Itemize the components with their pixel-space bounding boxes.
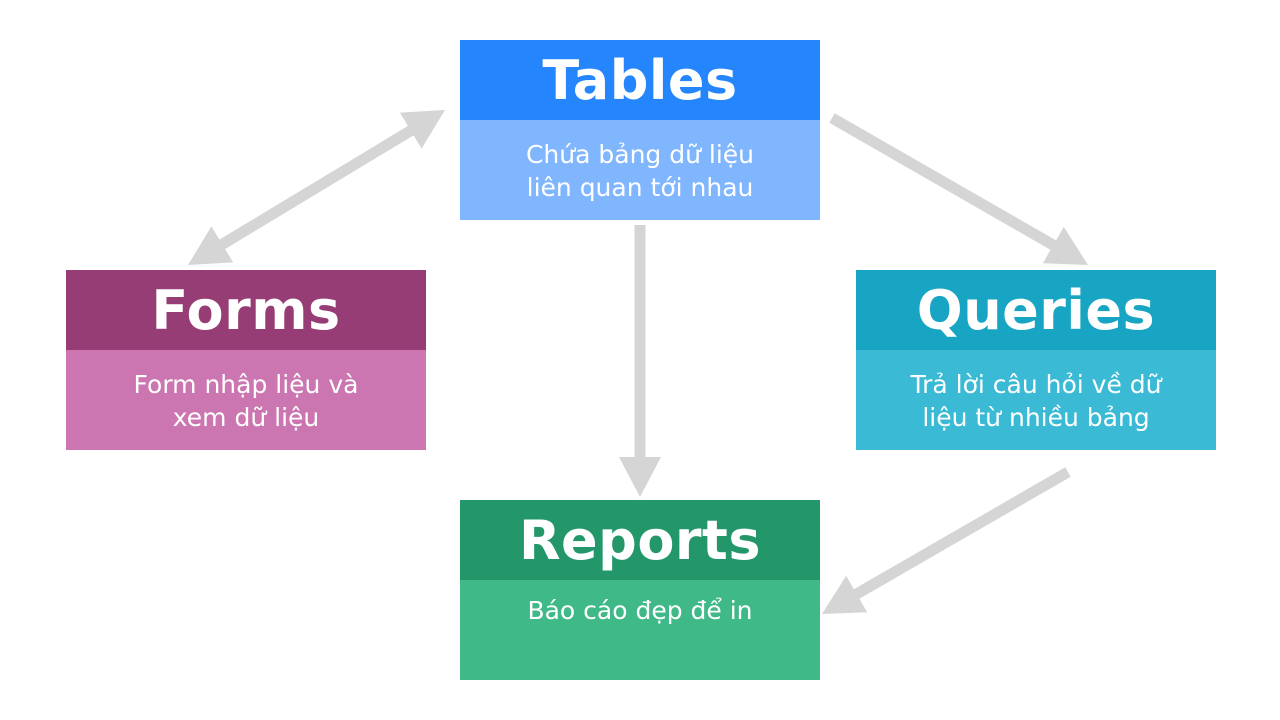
arrow-tables-queries-line bbox=[829, 113, 1065, 255]
node-reports: Reports Báo cáo đẹp để in bbox=[460, 500, 820, 680]
node-forms: Forms Form nhập liệu và xem dữ liệu bbox=[66, 270, 426, 450]
arrow-tables-reports-head bbox=[619, 457, 661, 497]
arrow-tables-forms-head bbox=[188, 226, 234, 265]
node-queries: Queries Trả lời câu hỏi về dữ liệu từ nh… bbox=[856, 270, 1216, 450]
arrow-queries-reports-line bbox=[845, 467, 1071, 604]
node-queries-title: Queries bbox=[856, 270, 1216, 350]
arrow-queries-reports-head bbox=[822, 575, 868, 614]
node-forms-desc: Form nhập liệu và xem dữ liệu bbox=[66, 350, 426, 450]
arrow-tables-forms-line bbox=[210, 120, 423, 255]
node-queries-desc: Trả lời câu hỏi về dữ liệu từ nhiều bảng bbox=[856, 350, 1216, 450]
arrow-tables-queries-head bbox=[1042, 226, 1088, 265]
node-forms-title: Forms bbox=[66, 270, 426, 350]
node-reports-desc: Báo cáo đẹp để in bbox=[460, 580, 820, 680]
arrow-tables-forms-tail-head bbox=[399, 110, 445, 149]
node-tables-title: Tables bbox=[460, 40, 820, 120]
node-tables-desc: Chứa bảng dữ liệu liên quan tới nhau bbox=[460, 120, 820, 220]
node-tables: Tables Chứa bảng dữ liệu liên quan tới n… bbox=[460, 40, 820, 220]
node-reports-title: Reports bbox=[460, 500, 820, 580]
